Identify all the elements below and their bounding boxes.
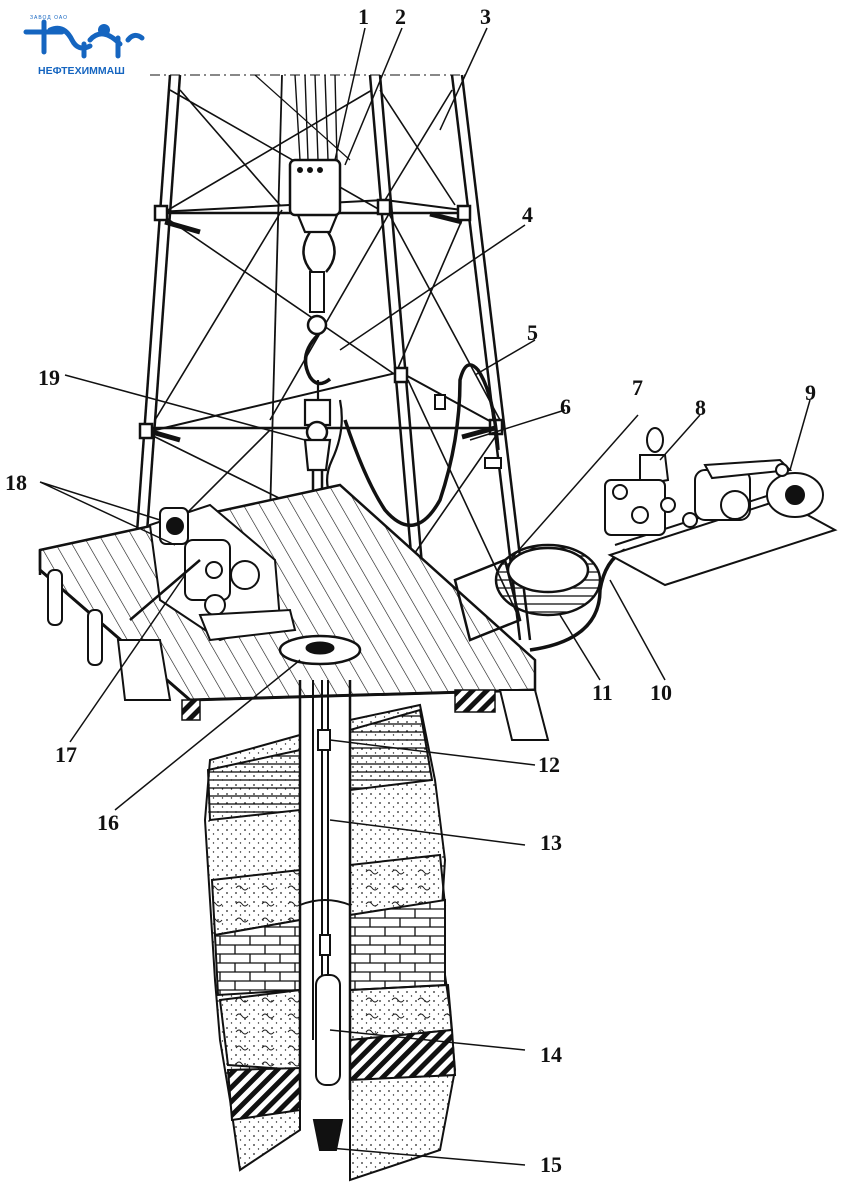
logo-top-text: ЗАВОД ОАО	[30, 15, 68, 21]
callout-13: 13	[540, 830, 562, 855]
drawworks	[129, 503, 297, 642]
callout-5: 5	[527, 320, 538, 345]
callout-17: 17	[55, 742, 77, 767]
callout-12: 12	[538, 752, 560, 777]
callout-16: 16	[97, 810, 119, 835]
callout-14: 14	[540, 1042, 562, 1067]
callout-11: 11	[592, 680, 613, 705]
drill-collar	[315, 974, 341, 1086]
mud-pump-unit	[604, 427, 838, 587]
callout-1: 1	[358, 4, 369, 29]
logo-dot	[98, 24, 110, 36]
company-logo: ЗАВОД ОАО НЕФТЕХИММАШ	[23, 15, 145, 77]
swivel	[303, 438, 332, 472]
drill-bit	[312, 1119, 344, 1151]
callout-6: 6	[560, 394, 571, 419]
travelling-block	[288, 158, 342, 217]
borehole-section	[203, 680, 457, 1182]
logo-name: НЕФТЕХИММАШ	[38, 65, 125, 77]
callout-10: 10	[650, 680, 672, 705]
callout-3: 3	[480, 4, 491, 29]
callout-2: 2	[395, 4, 406, 29]
mud-tank	[453, 543, 626, 652]
callout-labels: 1 2 3 4 5 6 7 8 9 10 11 12 13 14 15 16 1…	[5, 4, 816, 1177]
callout-4: 4	[522, 202, 533, 227]
callout-19: 19	[38, 365, 60, 390]
callout-7: 7	[632, 375, 643, 400]
rig-floor	[38, 483, 550, 741]
callout-leaders	[39, 27, 811, 1166]
hook	[303, 333, 332, 386]
mud-hose	[343, 363, 500, 527]
callout-15: 15	[540, 1152, 562, 1177]
callout-18: 18	[5, 470, 27, 495]
callout-9: 9	[805, 380, 816, 405]
callout-8: 8	[695, 395, 706, 420]
derrick-tower	[133, 74, 532, 641]
logo-emblem	[23, 19, 145, 59]
